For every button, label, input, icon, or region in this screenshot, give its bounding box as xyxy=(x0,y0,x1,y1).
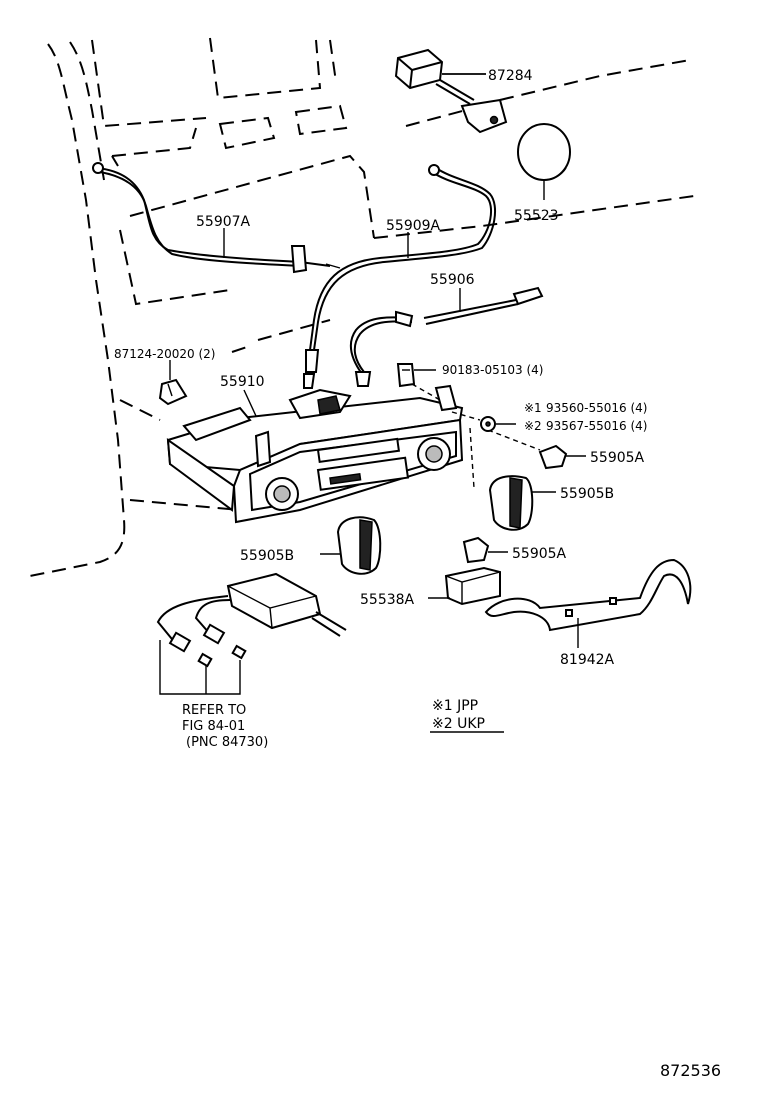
cable-55906 xyxy=(349,286,544,387)
part-labels: 87284 55523 55907A 55909A 55906 87124-20… xyxy=(114,68,648,668)
label-81942A: 81942A xyxy=(560,652,615,668)
label-55905A-upper: 55905A xyxy=(590,450,645,466)
legend: ※1 JPP ※2 UKP xyxy=(430,698,504,733)
cable-55907A xyxy=(92,162,341,274)
heater-control-55910 xyxy=(166,384,464,524)
connector-87284 xyxy=(394,48,508,134)
label-55905B-right: 55905B xyxy=(560,486,614,502)
label-55906: 55906 xyxy=(430,272,475,288)
label-55907A: 55907A xyxy=(196,214,251,230)
bracket-81942A xyxy=(484,558,692,648)
screw-93560 xyxy=(480,416,516,432)
legend-line-2: ※2 UKP xyxy=(432,716,485,732)
note-marker-1: ※1 xyxy=(524,401,542,415)
knob-55905A-lower xyxy=(462,536,508,564)
legend-line-1: ※1 JPP xyxy=(432,698,478,714)
clip-87124 xyxy=(158,360,188,406)
label-87124: 87124-20020 (2) xyxy=(114,347,216,361)
label-87284: 87284 xyxy=(488,68,533,84)
refer-line-2: FIG 84-01 xyxy=(182,719,245,734)
note-marker-2: ※2 xyxy=(524,419,542,433)
label-55538A: 55538A xyxy=(360,592,415,608)
switch-55538A xyxy=(428,566,501,606)
leader-lines xyxy=(442,73,486,75)
refer-line-3: (PNC 84730) xyxy=(186,735,268,750)
knob-55905B-right xyxy=(488,475,556,531)
label-90183: 90183-05103 (4) xyxy=(442,363,544,377)
label-55909A: 55909A xyxy=(386,218,441,234)
figure-number: 872536 xyxy=(660,1061,721,1080)
knob-cap-55523 xyxy=(517,123,571,200)
cable-55909A xyxy=(303,164,497,389)
dashboard-outline xyxy=(24,37,695,578)
refer-note: REFER TO FIG 84-01 (PNC 84730) xyxy=(182,703,268,750)
label-93560: 93560-55016 (4) xyxy=(546,401,648,415)
refer-line-1: REFER TO xyxy=(182,703,246,718)
label-55905A-lower: 55905A xyxy=(512,546,567,562)
knob-55905A-upper xyxy=(538,444,586,470)
label-55905B-left: 55905B xyxy=(240,548,294,564)
clip-90183 xyxy=(396,363,441,401)
lamp-socket-assembly xyxy=(156,572,347,695)
label-55910: 55910 xyxy=(220,374,265,390)
label-55523: 55523 xyxy=(514,208,559,224)
label-93567: 93567-55016 (4) xyxy=(546,419,648,433)
knob-55905B-left xyxy=(320,516,382,575)
